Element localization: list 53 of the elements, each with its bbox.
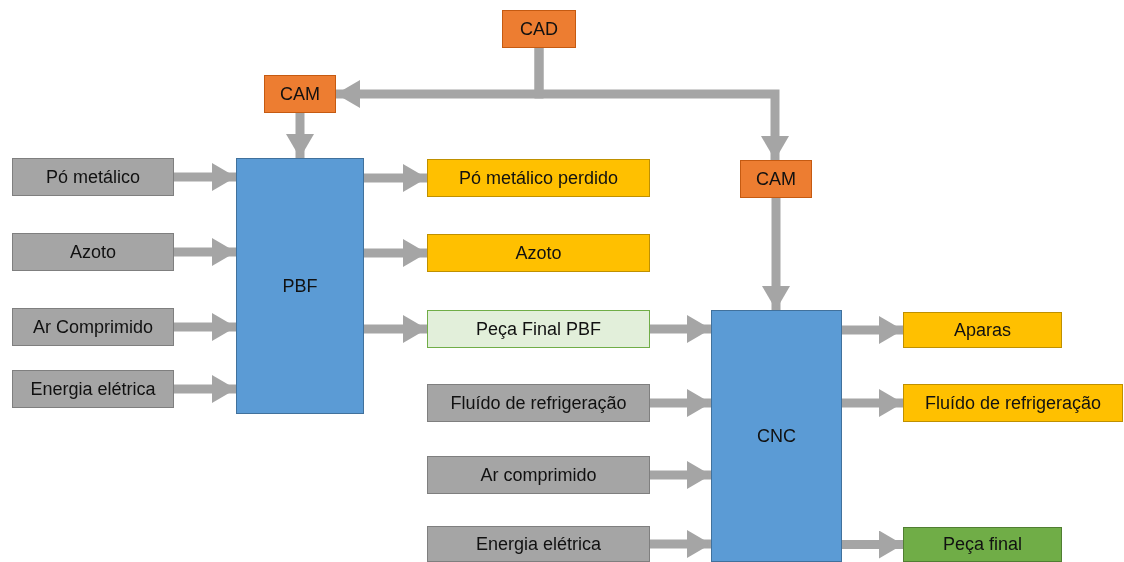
software-box <box>502 10 576 48</box>
node-label: Energia elétrica <box>475 533 602 555</box>
node-label: Fluído de refrigeração <box>924 392 1102 414</box>
arrow <box>364 164 427 192</box>
arrow <box>286 113 314 158</box>
node-label: CNC <box>757 425 796 447</box>
output-box <box>903 384 1123 422</box>
node-label: Ar comprimido <box>480 464 597 486</box>
node-label: CAD <box>520 18 558 40</box>
arrow <box>174 163 236 191</box>
output-box <box>903 312 1062 348</box>
software-box <box>740 160 812 198</box>
input-box <box>427 526 650 562</box>
output-box <box>427 159 650 197</box>
arrow <box>650 530 711 558</box>
input-box <box>12 233 174 271</box>
arrow <box>650 389 711 417</box>
node-label: Peça final <box>942 534 1023 555</box>
process-box <box>236 158 364 414</box>
arrow <box>650 461 711 489</box>
arrow <box>842 316 903 344</box>
arrow <box>364 315 427 343</box>
arrow <box>174 375 236 403</box>
node-label: Azoto <box>515 242 562 264</box>
arrow <box>174 313 236 341</box>
input-box <box>427 384 650 422</box>
node-label: Ar Comprimido <box>33 316 153 338</box>
arrow <box>762 198 790 310</box>
output-box <box>427 234 650 272</box>
node-label: Pó metálico <box>45 166 140 188</box>
arrow <box>174 238 236 266</box>
input-box <box>12 370 174 408</box>
input-box <box>427 456 650 494</box>
arrow <box>842 389 903 417</box>
input-box <box>12 308 174 346</box>
node-label: Aparas <box>953 319 1011 341</box>
arrow <box>364 239 427 267</box>
arrow <box>534 48 789 160</box>
node-label: Peça Final PBF <box>475 318 602 340</box>
process-box <box>711 310 842 562</box>
arrow <box>650 315 711 343</box>
node-label: CAM <box>756 168 796 190</box>
node-label: CAM <box>280 83 320 105</box>
software-box <box>264 75 336 113</box>
node-label: Fluído de refrigeração <box>450 392 627 414</box>
output-box <box>427 310 650 348</box>
output-box <box>903 527 1062 562</box>
node-label: Energia elétrica <box>30 378 156 400</box>
node-label: Azoto <box>70 241 116 263</box>
node-label: PBF <box>282 275 318 297</box>
input-box <box>12 158 174 196</box>
arrow <box>842 530 903 559</box>
node-label: Pó metálico perdido <box>458 167 619 189</box>
